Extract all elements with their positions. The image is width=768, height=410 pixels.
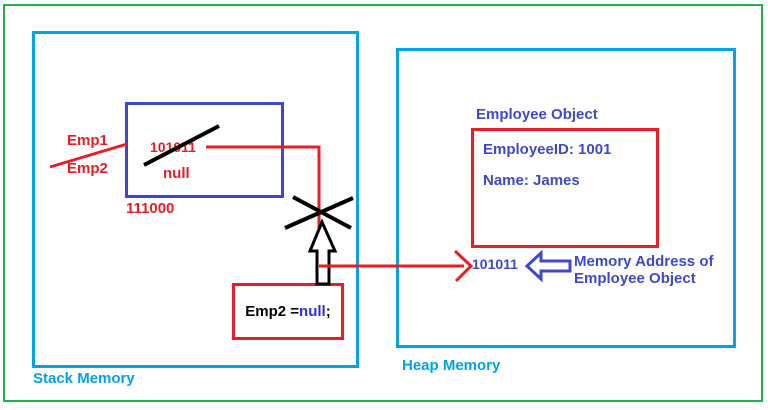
heap-memory-label: Heap Memory — [402, 357, 501, 374]
heap-memory-box — [396, 48, 736, 348]
variable-box-address: 111000 — [126, 200, 175, 217]
heap-address-value: 101011 — [472, 256, 518, 272]
new-null-value: null — [163, 165, 190, 182]
stack-memory-label: Stack Memory — [33, 370, 135, 387]
memory-address-note-line1: Memory Address of — [574, 253, 714, 270]
employee-name-field: Name: James — [483, 172, 580, 189]
stack-memory-box — [32, 31, 359, 368]
diagram-outer-border — [3, 4, 763, 402]
memory-address-note-line2: Employee Object — [574, 269, 696, 287]
old-address-value: 101011 — [150, 139, 196, 155]
statement-terminator: ; — [325, 303, 331, 320]
statement-null-keyword: null — [299, 303, 326, 320]
statement-lhs: Emp2 = — [245, 303, 300, 320]
null-assignment-box: Emp2 = null; — [232, 283, 344, 340]
emp2-label: Emp2 — [67, 160, 108, 177]
emp1-label: Emp1 — [67, 132, 108, 149]
employee-id-field: EmployeeID: 1001 — [483, 141, 612, 158]
employee-object-title: Employee Object — [476, 106, 598, 123]
employee-object-box — [471, 128, 659, 248]
memory-address-note: Memory Address of Employee Object — [574, 253, 714, 287]
reference-variable-box — [125, 102, 284, 198]
